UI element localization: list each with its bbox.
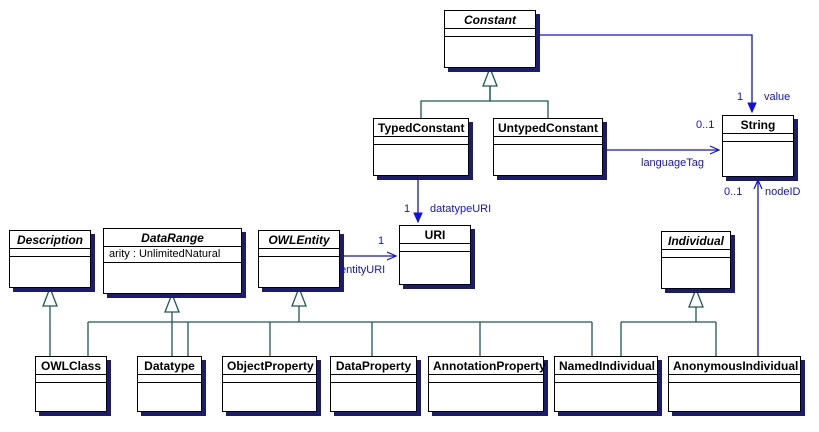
assoc-multiplicity-languagetag: 0..1 — [696, 119, 715, 131]
assoc-role-entityuri: entityURI — [340, 264, 386, 276]
assoc-multiplicity-nodeid: 0..1 — [724, 186, 743, 198]
class-attrs-string — [723, 134, 793, 142]
class-ops-uri — [400, 252, 470, 270]
class-name-untypedconstant: UntypedConstant — [494, 119, 602, 137]
class-attrs-owlentity — [259, 249, 339, 257]
assoc-role-languagetag: languageTag — [641, 157, 705, 169]
class-ops-objectproperty — [223, 383, 316, 401]
class-name-datarange: DataRange — [104, 229, 241, 247]
class-box-uri[interactable]: URI — [399, 225, 471, 285]
gen-triangle-individual — [688, 287, 704, 308]
class-name-individual: Individual — [662, 232, 730, 250]
class-attrs-typedconstant — [374, 137, 468, 145]
class-box-owlentity[interactable]: OWLEntity — [258, 230, 340, 288]
assoc-role-nodeid: nodeID — [765, 186, 801, 198]
assoc-multiplicity-value: 1 — [737, 91, 744, 103]
assoc-multiplicity-datatypeuri: 1 — [404, 203, 411, 215]
class-box-typedconstant[interactable]: TypedConstant — [373, 118, 469, 176]
class-name-annotationproperty: AnnotationProperty — [429, 357, 546, 375]
class-attrs-untypedconstant — [494, 137, 602, 145]
assoc-role-datatypeuri: datatypeURI — [430, 203, 492, 215]
class-name-dataproperty: DataProperty — [331, 357, 416, 375]
class-attrs-objectproperty — [223, 375, 316, 383]
class-box-individual[interactable]: Individual — [661, 231, 731, 289]
class-box-constant[interactable]: Constant — [444, 10, 536, 68]
assoc-role-value: value — [764, 91, 791, 103]
class-attrs-annotationproperty — [429, 375, 543, 383]
class-box-string[interactable]: String — [722, 115, 794, 177]
class-ops-annotationproperty — [429, 383, 543, 401]
class-name-uri: URI — [400, 226, 470, 244]
class-name-owlclass: OWLClass — [36, 357, 106, 375]
class-attrs-individual — [662, 250, 730, 258]
class-attrs-description — [10, 249, 90, 257]
gen-triangle-constant — [482, 66, 498, 87]
assoc-multiplicity-entityuri: 1 — [378, 235, 385, 247]
class-attrs-datarange: arity : UnlimitedNatural — [104, 247, 241, 263]
class-box-dataproperty[interactable]: DataProperty — [330, 356, 417, 412]
class-attrs-dataproperty — [331, 375, 416, 383]
class-name-datatype: Datatype — [138, 357, 201, 375]
class-name-namedindividual: NamedIndividual — [555, 357, 657, 375]
class-name-constant: Constant — [445, 11, 535, 29]
class-ops-constant — [445, 37, 535, 55]
class-ops-owlclass — [36, 383, 106, 401]
class-attrs-datatype — [138, 375, 201, 383]
class-box-anonymousindividual[interactable]: AnonymousIndividual — [668, 356, 801, 412]
assoc-edge-value — [536, 34, 757, 114]
class-ops-namedindividual — [555, 383, 657, 401]
class-attrs-constant — [445, 29, 535, 37]
gen-edge-typedconstant-constant — [420, 85, 491, 118]
class-box-datarange[interactable]: DataRange arity : UnlimitedNatural — [103, 228, 242, 294]
class-name-description: Description — [10, 231, 90, 249]
gen-edge-untypedconstant-constant — [489, 85, 549, 118]
gen-triangle-owlentity — [291, 286, 307, 307]
class-attrs-owlclass — [36, 375, 106, 383]
class-box-datatype[interactable]: Datatype — [137, 356, 202, 412]
class-box-owlclass[interactable]: OWLClass — [35, 356, 107, 412]
class-attrs-anonymousindividual — [669, 375, 800, 383]
gen-triangle-description — [42, 286, 58, 307]
class-ops-datatype — [138, 383, 201, 401]
class-box-objectproperty[interactable]: ObjectProperty — [222, 356, 317, 412]
class-box-description[interactable]: Description — [9, 230, 91, 288]
class-attrs-uri — [400, 244, 470, 252]
class-attrs-namedindividual — [555, 375, 657, 383]
class-name-typedconstant: TypedConstant — [374, 119, 468, 137]
class-name-objectproperty: ObjectProperty — [223, 357, 316, 375]
class-box-namedindividual[interactable]: NamedIndividual — [554, 356, 658, 412]
class-name-anonymousindividual: AnonymousIndividual — [669, 357, 800, 375]
class-ops-string — [723, 142, 793, 160]
class-ops-individual — [662, 258, 730, 276]
class-attr-datarange-arity: arity : UnlimitedNatural — [109, 248, 221, 260]
class-ops-owlentity — [259, 257, 339, 275]
class-ops-datarange — [104, 263, 241, 281]
class-name-string: String — [723, 116, 793, 134]
class-ops-dataproperty — [331, 383, 416, 401]
class-box-annotationproperty[interactable]: AnnotationProperty — [428, 356, 546, 412]
class-ops-anonymousindividual — [669, 383, 800, 401]
gen-triangle-datarange — [164, 292, 180, 313]
class-ops-untypedconstant — [494, 145, 602, 163]
class-ops-typedconstant — [374, 145, 468, 163]
class-ops-description — [10, 257, 90, 275]
class-name-owlentity: OWLEntity — [259, 231, 339, 249]
class-box-untypedconstant[interactable]: UntypedConstant — [493, 118, 603, 176]
